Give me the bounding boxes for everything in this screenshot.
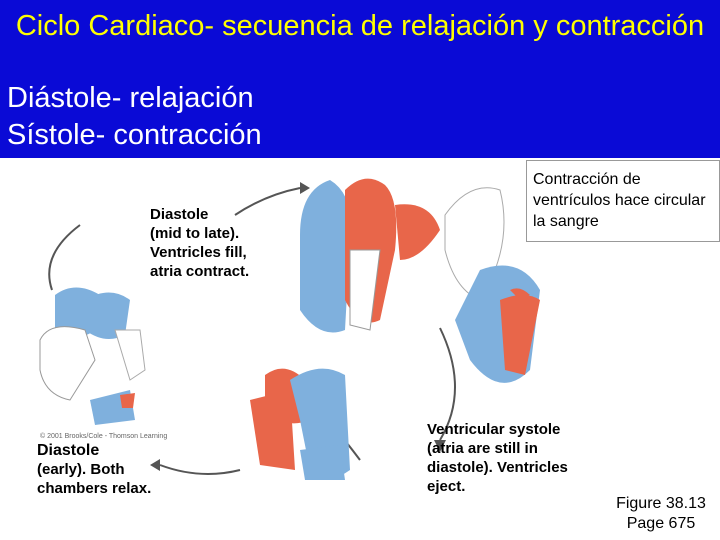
diastole-definition: Diástole- relajación [7,81,254,115]
heart-mid-diastole [300,179,440,333]
heart-early-diastole [40,288,145,426]
heart-bottom [250,369,350,480]
systole-definition: Sístole- contracción [7,118,262,152]
arrowhead-top [300,182,310,194]
early-diastole-body: (early). Both chambers relax. [37,461,151,497]
figure-reference: Figure 38.13 Page 675 [602,494,720,534]
cycle-arrow-bottom-left [160,465,240,474]
mid-diastole-title: Diastole [150,206,208,223]
copyright-notice: © 2001 Brooks/Cole - Thomson Learning [40,433,167,440]
early-diastole-title: Diastole [37,442,99,459]
systole-callout: Contracción de ventrículos hace circular… [526,160,720,242]
mid-diastole-label: Diastole (mid to late). Ventricles fill,… [150,205,280,281]
page-number: Page 675 [627,515,696,532]
cycle-arrow-left [49,225,80,290]
header-banner: Ciclo Cardiaco- secuencia de relajación … [0,0,720,158]
mid-diastole-body: (mid to late). Ventricles fill, atria co… [150,225,249,280]
slide-title: Ciclo Cardiaco- secuencia de relajación … [0,8,720,45]
ventricular-systole-label: Ventricular systole (atria are still in … [427,420,575,496]
figure-number: Figure 38.13 [616,495,706,512]
early-diastole-label: Diastole (early). Both chambers relax. [37,441,157,498]
